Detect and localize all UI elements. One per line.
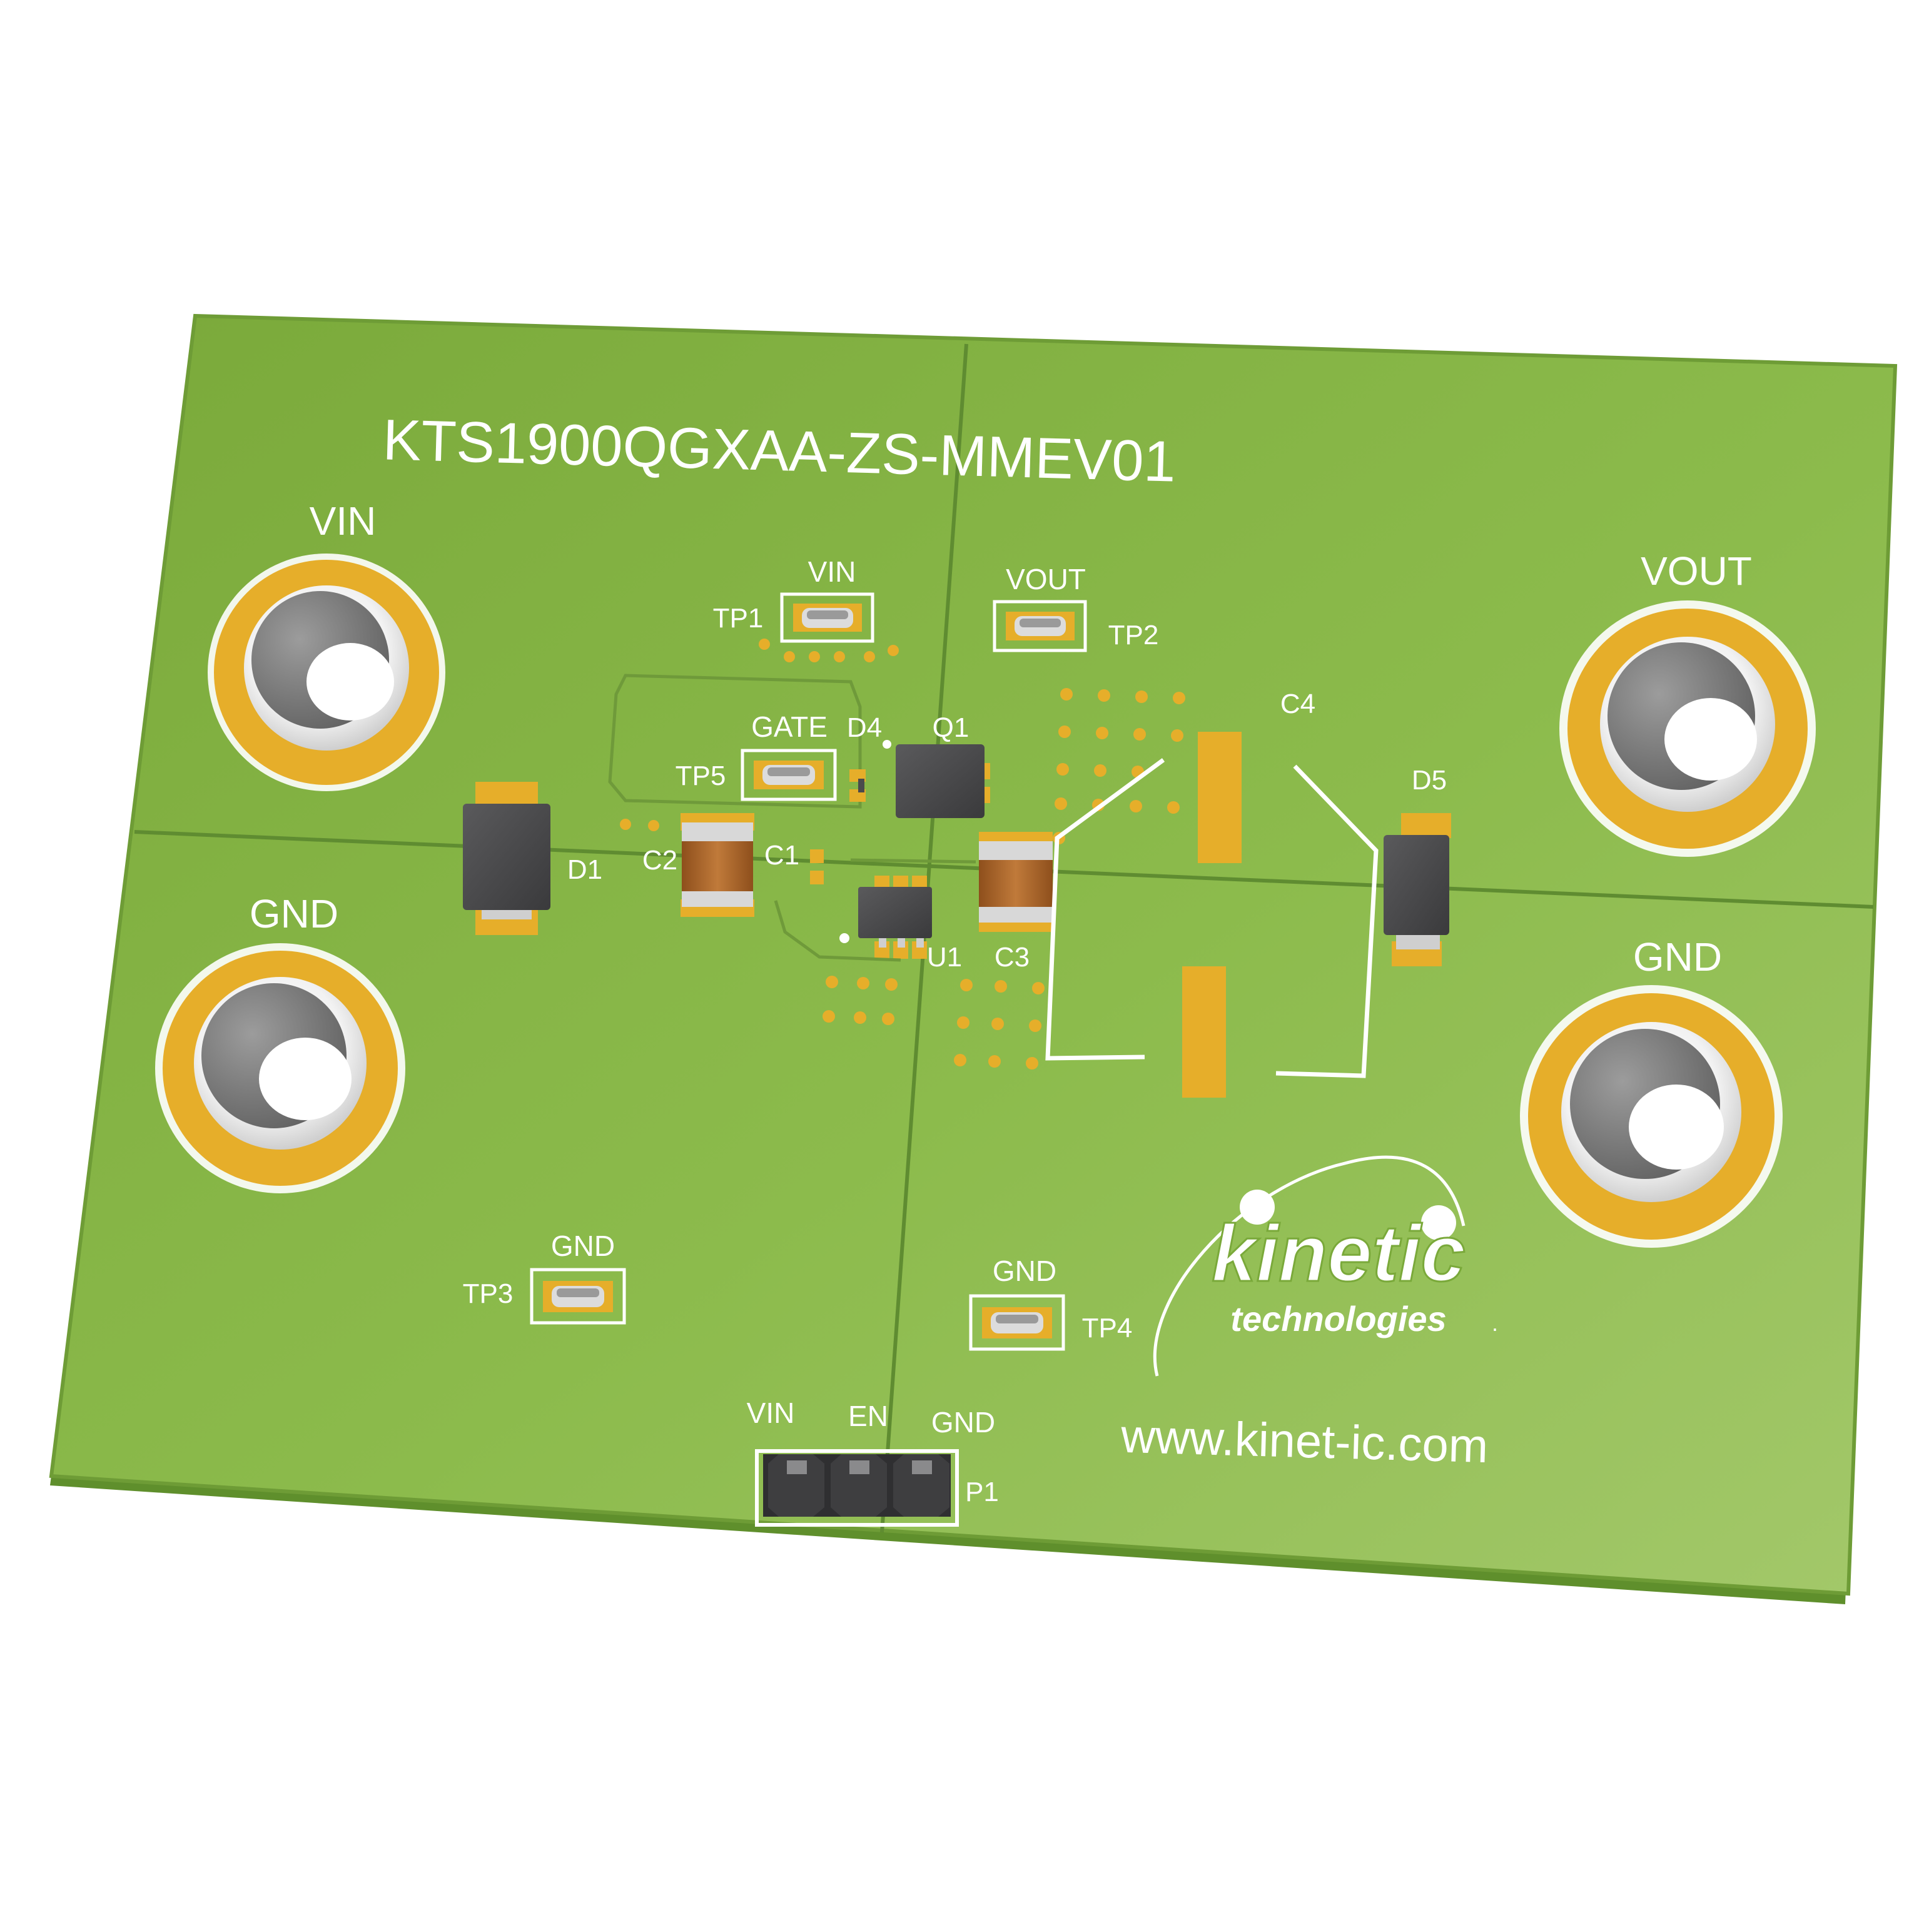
tp4-ref-label: TP4 — [1082, 1313, 1133, 1343]
terminal-label-gnd-right: GND — [1633, 934, 1722, 979]
silkscreen-outline-gate — [608, 674, 862, 809]
terminal-label-vout-right: VOUT — [1641, 549, 1752, 594]
terminal-label-vin-left: VIN — [310, 498, 377, 544]
via-field-lower-left — [823, 976, 898, 1025]
logo-dot-left — [1240, 1190, 1275, 1225]
tp5-ref-label: TP5 — [676, 761, 726, 791]
header-pin-label-vin: VIN — [747, 1397, 795, 1429]
diode-d1[interactable] — [463, 782, 550, 935]
logo-subtitle: technologies — [1230, 1299, 1446, 1338]
header-pin-label-gnd: GND — [931, 1406, 995, 1439]
logo-orbit-arc — [1153, 1155, 1466, 1377]
header-p1[interactable] — [755, 1449, 959, 1527]
terminal-vin-left[interactable] — [208, 554, 445, 791]
kinetic-logo: kinetic technologies . — [1153, 1155, 1498, 1377]
header-ref-label: P1 — [965, 1477, 999, 1507]
capacitor-c2[interactable] — [681, 813, 754, 917]
header-pin-3[interactable] — [893, 1454, 949, 1517]
terminal-gnd-right[interactable] — [1520, 985, 1783, 1248]
tp4-net-label: GND — [993, 1255, 1056, 1287]
header-pin-label-en: EN — [848, 1400, 888, 1432]
terminal-gnd-left[interactable] — [155, 943, 405, 1193]
test-point-tp5[interactable] — [741, 749, 837, 801]
tp1-ref-label: TP1 — [713, 603, 764, 634]
terminal-vout-right[interactable] — [1559, 600, 1816, 857]
logo-wordmark: kinetic — [1212, 1209, 1466, 1298]
c2-ref-label: C2 — [642, 845, 677, 876]
board-surface — [49, 313, 1898, 1596]
via-pair-c2 — [620, 819, 659, 831]
mosfet-q1[interactable] — [883, 740, 990, 818]
terminal-label-gnd-left: GND — [250, 891, 338, 936]
tp2-ref-label: TP2 — [1108, 620, 1159, 650]
tp5-net-label: GATE — [751, 711, 828, 743]
tp3-net-label: GND — [551, 1230, 615, 1262]
test-point-tp3[interactable] — [530, 1268, 626, 1325]
logo-trademark: . — [1492, 1310, 1498, 1336]
diode-d4[interactable] — [849, 769, 866, 802]
inductor-pad-bottom — [1182, 966, 1226, 1098]
tp3-ref-label: TP3 — [463, 1278, 514, 1309]
inductor-silkscreen-outline-right — [1275, 764, 1379, 1078]
via-field-lower-right — [954, 979, 1045, 1070]
d4-ref-label: D4 — [847, 712, 882, 743]
inductor-silkscreen-outline — [1045, 758, 1165, 1061]
c4-ref-label: C4 — [1280, 689, 1315, 719]
capacitor-c3[interactable] — [979, 832, 1053, 932]
q1-ref-label: Q1 — [933, 712, 970, 743]
u1-ref-label: U1 — [927, 942, 962, 973]
test-point-tp4[interactable] — [969, 1294, 1065, 1351]
tp2-net-label: VOUT — [1006, 563, 1086, 595]
test-point-tp1[interactable] — [780, 592, 874, 643]
tp1-net-label: VIN — [808, 555, 856, 588]
test-point-tp2[interactable] — [993, 600, 1087, 652]
header-pin-2[interactable] — [831, 1454, 887, 1517]
via-group-tp1 — [759, 639, 899, 662]
inductor-pad-top — [1198, 732, 1242, 863]
c3-ref-label: C3 — [995, 942, 1030, 973]
capacitor-c1[interactable] — [810, 849, 824, 884]
ic-u1[interactable] — [839, 876, 932, 959]
d5-ref-label: D5 — [1412, 765, 1447, 796]
d1-ref-label: D1 — [567, 854, 602, 885]
website-url[interactable]: www.kinet-ic.com — [1120, 1410, 1489, 1473]
logo-dot-right — [1421, 1205, 1456, 1240]
trace-outline-u1 — [774, 900, 901, 962]
diode-d5[interactable] — [1384, 813, 1451, 966]
c1-ref-label: C1 — [764, 840, 799, 871]
trace-outline-u1-top — [850, 858, 976, 864]
header-pin-1[interactable] — [768, 1454, 824, 1517]
